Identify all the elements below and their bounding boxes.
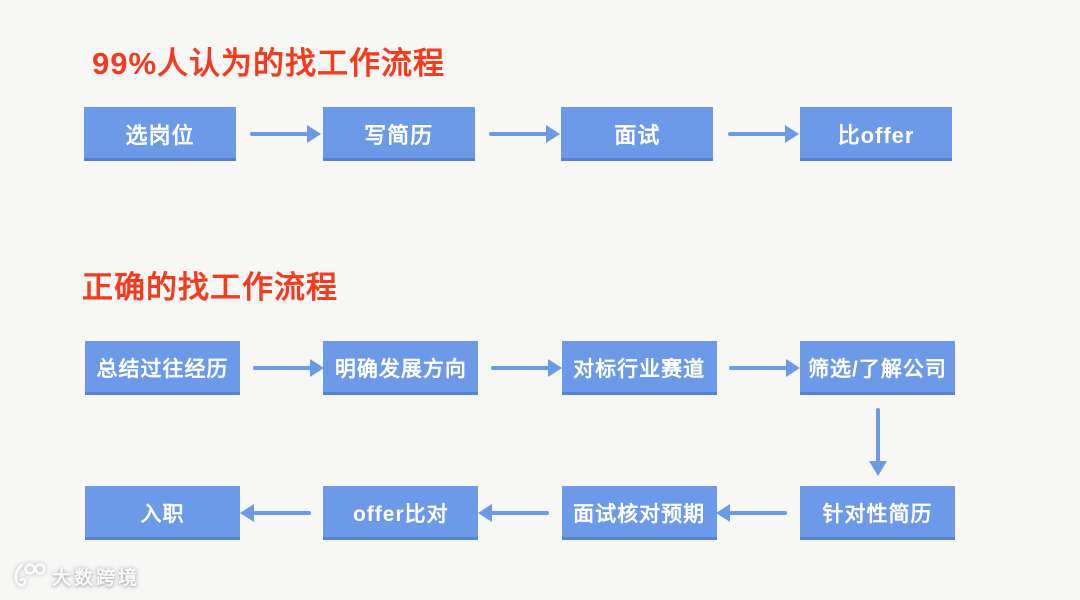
watermark-text: 大数跨境 (52, 567, 141, 589)
right-flow-bottom-row: 入职 offer比对 面试核对预期 针对性简历 (85, 486, 955, 540)
arrow-left-icon (478, 511, 561, 515)
flow-step: 选岗位 (84, 107, 236, 161)
flow-step: 比offer (800, 107, 953, 161)
right-flow-top-row: 总结过往经历 明确发展方向 对标行业赛道 筛选/了解公司 (85, 341, 955, 395)
dashu-100-logo-icon (14, 563, 46, 587)
flow-step: 面试核对预期 (561, 486, 717, 540)
wrong-flow-row: 选岗位 写简历 面试 比offer (84, 107, 953, 161)
arrow-left-icon (240, 511, 323, 515)
flow-step: 筛选/了解公司 (799, 341, 955, 395)
watermark: 大数跨境 (12, 562, 140, 590)
flow-step: 面试 (561, 107, 714, 161)
flow-step: 对标行业赛道 (561, 341, 717, 395)
arrow-right-icon (713, 132, 800, 136)
flow-step: 入职 (85, 486, 240, 540)
flow-step: offer比对 (323, 486, 479, 540)
arrow-right-icon (236, 132, 323, 136)
arrow-right-icon (717, 366, 800, 370)
arrow-right-icon (475, 132, 562, 136)
right-flow-title: 正确的找工作流程 (82, 270, 338, 305)
arrow-right-icon (478, 366, 561, 370)
flow-step: 明确发展方向 (323, 341, 479, 395)
wrong-flow-title: 99%人认为的找工作流程 (92, 46, 446, 81)
arrow-right-icon (240, 366, 323, 370)
flow-step: 写简历 (322, 107, 475, 161)
flow-step: 总结过往经历 (85, 341, 240, 395)
flow-step: 针对性简历 (799, 486, 955, 540)
arrow-down-icon (876, 408, 880, 462)
arrow-left-icon (717, 511, 800, 515)
